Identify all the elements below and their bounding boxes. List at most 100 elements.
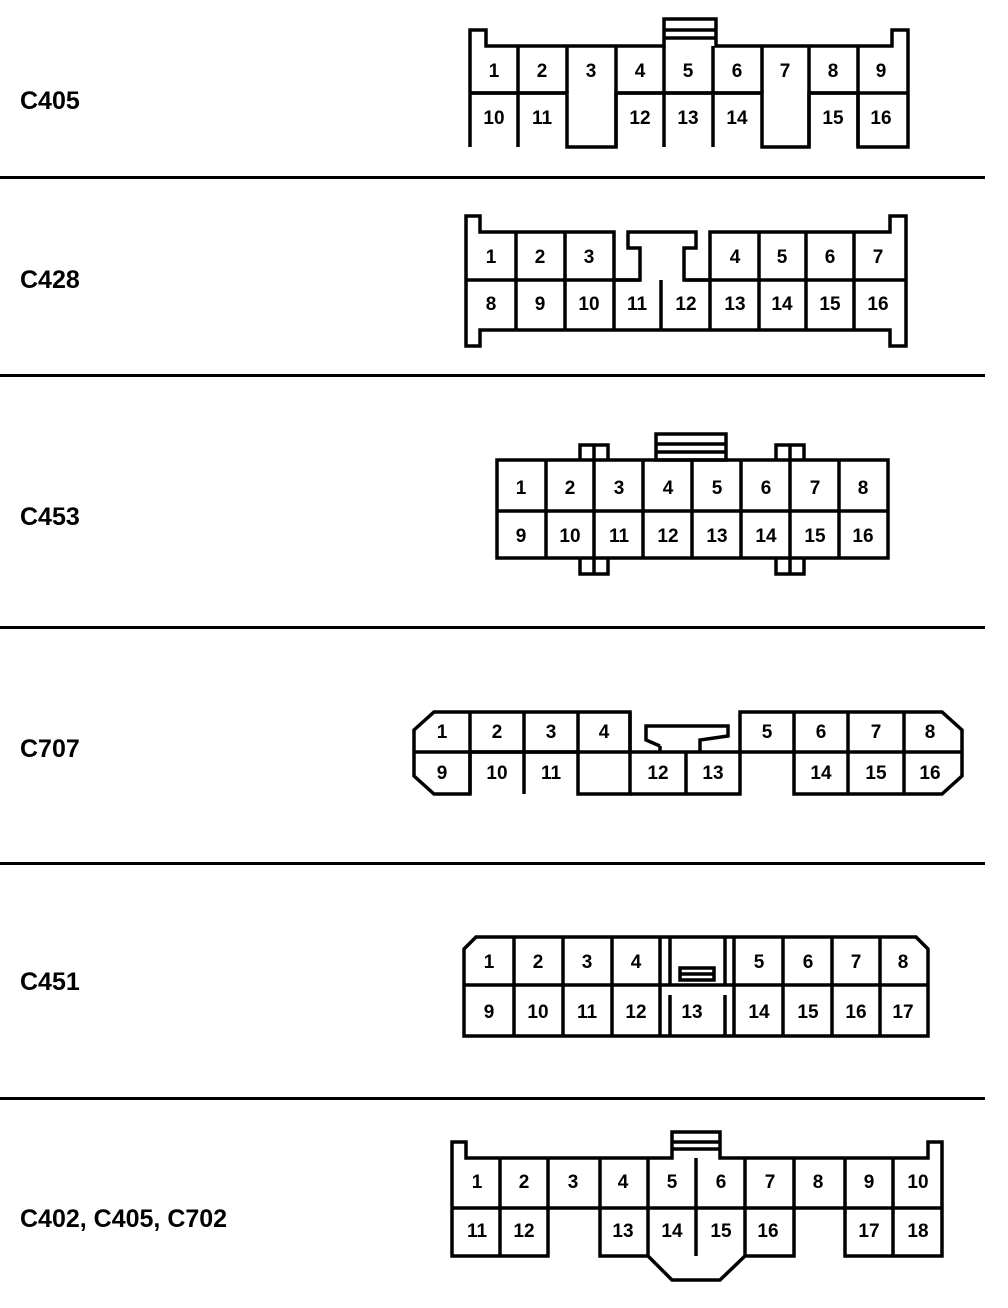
section-divider [0, 1097, 985, 1100]
pin-number: 2 [535, 247, 546, 268]
pin-number: 5 [667, 1172, 678, 1193]
pin-number: 6 [803, 952, 814, 973]
pin-number: 10 [483, 108, 504, 129]
pin-labels-c402-c405-c702: 1 2 3 4 5 6 7 8 9 10 11 12 13 14 15 16 1… [467, 1172, 929, 1242]
pin-number: 5 [777, 247, 788, 268]
pin-number: 14 [661, 1221, 683, 1242]
pin-number: 1 [516, 478, 527, 499]
pin-number: 5 [683, 61, 694, 82]
pin-number: 2 [533, 952, 544, 973]
pin-number: 5 [762, 722, 773, 743]
latch [654, 432, 728, 462]
pin-number: 7 [873, 247, 884, 268]
pin-labels-c428: 1 2 3 4 5 6 7 8 9 10 11 12 13 14 15 16 [486, 247, 889, 315]
connector-c402-c405-c702 [450, 1130, 944, 1282]
keyway [668, 937, 727, 1036]
pin-number: 15 [822, 108, 844, 129]
pin-number: 13 [706, 526, 727, 547]
connector-c405 [468, 17, 910, 149]
pin-number: 9 [864, 1172, 875, 1193]
pin-number: 4 [635, 61, 646, 82]
pin-number: 2 [492, 722, 503, 743]
pin-number: 10 [486, 763, 507, 784]
pin-number: 18 [907, 1221, 928, 1242]
pin-number: 7 [851, 952, 862, 973]
pin-number: 3 [586, 61, 597, 82]
pin-number: 11 [532, 108, 553, 129]
connector-c428 [464, 214, 908, 348]
pin-number: 15 [797, 1002, 819, 1023]
pin-number: 15 [804, 526, 826, 547]
pin-number: 14 [748, 1002, 770, 1023]
section-divider [0, 626, 985, 629]
pin-number: 15 [710, 1221, 732, 1242]
pin-number: 6 [732, 61, 743, 82]
pin-number: 6 [825, 247, 836, 268]
pin-number: 10 [907, 1172, 928, 1193]
cavity-dividers [414, 712, 962, 794]
pin-labels-c405: 1 2 3 4 5 6 7 8 9 10 11 12 13 14 15 16 [483, 61, 891, 129]
pin-number: 8 [858, 478, 869, 499]
pin-number: 4 [730, 247, 741, 268]
pin-number: 14 [755, 526, 777, 547]
connector-label-c453: C453 [20, 503, 80, 531]
connector-label-c707: C707 [20, 735, 80, 763]
pin-number: 9 [876, 61, 887, 82]
pin-number: 10 [578, 294, 599, 315]
connector-c707 [412, 710, 964, 796]
pin-number: 16 [852, 526, 873, 547]
pin-number: 8 [898, 952, 909, 973]
pin-number: 10 [527, 1002, 548, 1023]
pin-number: 1 [472, 1172, 483, 1193]
pin-number: 16 [845, 1002, 866, 1023]
pin-number: 14 [810, 763, 832, 784]
connector-housing [628, 710, 964, 796]
pin-number: 4 [631, 952, 642, 973]
pin-number: 5 [712, 478, 723, 499]
pin-number: 9 [535, 294, 546, 315]
pin-number: 12 [625, 1002, 646, 1023]
cavity-dividers [464, 937, 928, 1036]
pin-number: 1 [486, 247, 497, 268]
pin-number: 1 [484, 952, 495, 973]
pin-number: 16 [870, 108, 891, 129]
pin-number: 3 [582, 952, 593, 973]
pin-number: 13 [612, 1221, 633, 1242]
pin-number: 3 [546, 722, 557, 743]
pin-number: 4 [663, 478, 674, 499]
pin-number: 12 [629, 108, 650, 129]
pin-labels-c707: 1 2 3 4 5 6 7 8 9 10 11 12 13 14 15 16 [437, 722, 941, 784]
cavity-dividers [452, 1158, 942, 1256]
pin-number: 7 [810, 478, 821, 499]
pin-number: 4 [599, 722, 610, 743]
pin-number: 13 [702, 763, 723, 784]
pin-number: 13 [724, 294, 745, 315]
pin-number: 9 [484, 1002, 495, 1023]
pin-number: 17 [892, 1002, 913, 1023]
section-divider [0, 374, 985, 377]
connector-c453 [495, 432, 890, 576]
pin-number: 13 [681, 1002, 702, 1023]
pin-number: 6 [716, 1172, 727, 1193]
pin-number: 2 [537, 61, 548, 82]
pin-number: 16 [757, 1221, 778, 1242]
pin-number: 14 [726, 108, 748, 129]
pin-number: 16 [919, 763, 940, 784]
pin-number: 7 [780, 61, 791, 82]
pin-number: 14 [771, 294, 793, 315]
pin-number: 8 [486, 294, 497, 315]
connector-c451 [462, 935, 930, 1038]
cavity-dividers [470, 46, 908, 147]
pin-number: 4 [618, 1172, 629, 1193]
pin-labels-c451: 1 2 3 4 5 6 7 8 9 10 11 12 13 14 15 16 1… [484, 952, 914, 1023]
connector-label-c451: C451 [20, 968, 80, 996]
connector-housing [450, 1130, 944, 1282]
pin-number: 7 [765, 1172, 776, 1193]
pin-number: 9 [437, 763, 448, 784]
connector-label-c428: C428 [20, 266, 80, 294]
pin-number: 8 [925, 722, 936, 743]
section-divider [0, 862, 985, 865]
pin-number: 10 [559, 526, 580, 547]
pin-number: 8 [813, 1172, 824, 1193]
